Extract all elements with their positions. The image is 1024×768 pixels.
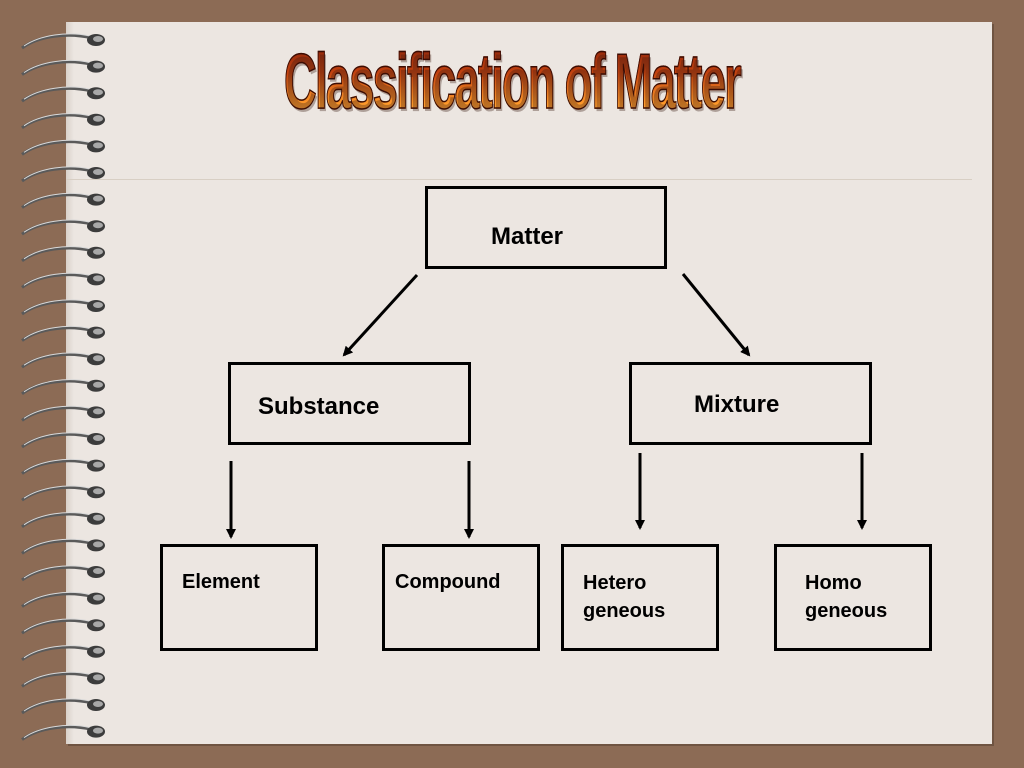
spiral-ring	[21, 645, 105, 662]
spiral-ring	[21, 565, 105, 582]
spiral-ring	[21, 139, 105, 156]
spiral-ring	[21, 60, 105, 76]
spiral-ring	[21, 432, 105, 449]
page-edge	[66, 22, 74, 744]
node-homogeneous-label: Homo geneous	[805, 572, 888, 622]
spiral-ring	[21, 352, 105, 369]
node-substance-label: Substance	[258, 393, 380, 420]
spiral-ring	[21, 379, 105, 396]
spiral-ring	[21, 219, 105, 236]
title-divider	[66, 179, 972, 180]
spiral-binding	[21, 33, 105, 741]
spiral-ring	[21, 326, 105, 342]
spiral-ring	[21, 459, 105, 475]
spiral-ring	[21, 538, 105, 555]
spiral-ring	[21, 33, 105, 50]
spiral-ring	[21, 272, 105, 289]
spiral-ring	[21, 725, 105, 741]
node-mixture-label: Mixture	[694, 391, 780, 418]
node-heterogeneous-label: Hetero geneous	[583, 572, 666, 622]
spiral-ring	[21, 166, 105, 183]
node-compound-label: Compound	[395, 571, 501, 593]
spiral-ring	[21, 592, 105, 608]
node-matter: Matter	[425, 186, 667, 269]
node-substance: Substance	[228, 362, 471, 445]
spiral-ring	[21, 193, 105, 209]
spiral-ring	[21, 86, 105, 103]
node-homogeneous: Homo geneous	[774, 544, 932, 651]
node-matter-label: Matter	[491, 223, 564, 250]
node-heterogeneous: Hetero geneous	[561, 544, 719, 651]
node-element: Element	[160, 544, 318, 651]
spiral-ring	[21, 113, 105, 130]
node-element-label: Element	[182, 571, 260, 593]
node-mixture: Mixture	[629, 362, 872, 445]
spiral-ring	[21, 618, 105, 635]
spiral-ring	[21, 485, 105, 502]
spiral-ring	[21, 299, 105, 316]
spiral-ring	[21, 405, 105, 422]
spiral-ring	[21, 698, 105, 715]
node-compound: Compound	[382, 544, 540, 651]
spiral-ring	[21, 246, 105, 263]
slide-title: Classification of Matter	[215, 36, 809, 127]
arrow-matter-to-substance	[342, 273, 419, 357]
spiral-ring	[21, 671, 105, 688]
arrow-matter-to-mixture	[681, 273, 751, 357]
spiral-ring	[21, 512, 105, 529]
